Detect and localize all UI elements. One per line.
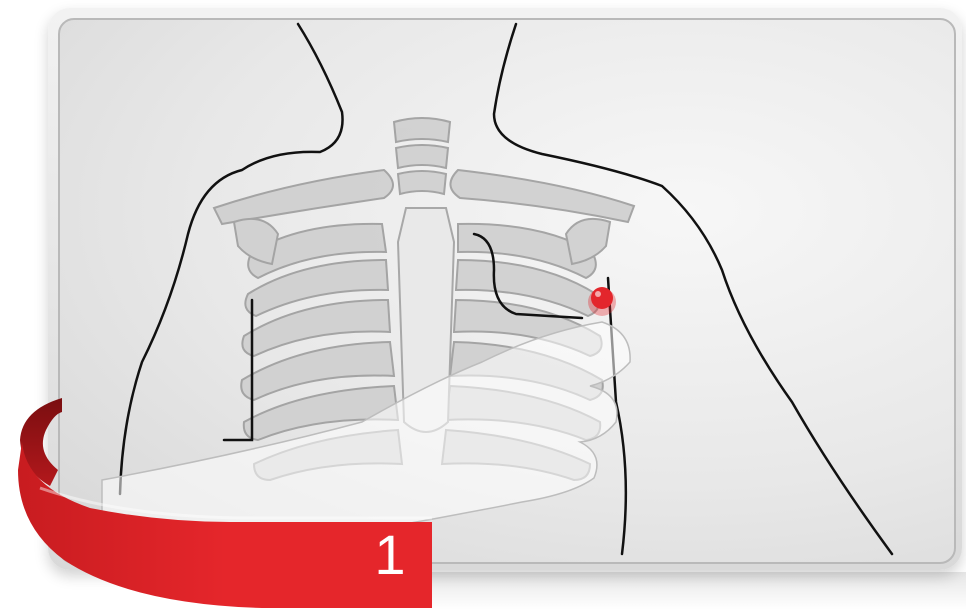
step-number: 1: [360, 520, 420, 590]
